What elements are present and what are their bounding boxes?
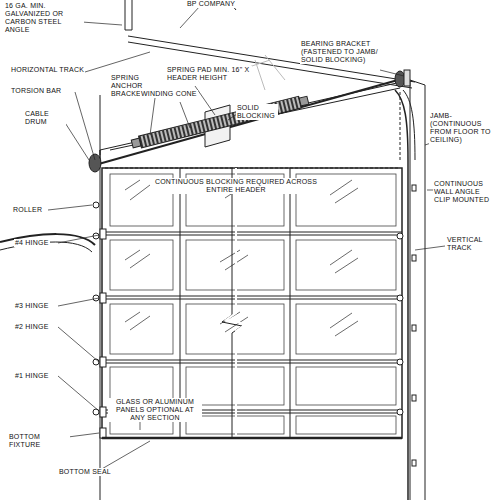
part-label: VERTICAL TRACK bbox=[446, 236, 496, 252]
part-label: #3 HINGE bbox=[14, 302, 50, 310]
part-label: BP COMPANY bbox=[186, 0, 236, 8]
part-label: #2 HINGE bbox=[14, 323, 50, 331]
part-label: HORIZONTAL TRACK bbox=[10, 66, 85, 74]
part-label: SPRING PAD MIN. 16" X HEADER HEIGHT bbox=[166, 66, 252, 82]
part-label: 16 GA. MIN. GALVANIZED OR CARBON STEEL A… bbox=[4, 2, 84, 34]
part-label: JAMB- (CONTINUOUS FROM FLOOR TO CEILING) bbox=[429, 112, 497, 144]
part-label: SOLID BLOCKING bbox=[236, 104, 278, 120]
part-label: TORSION BAR bbox=[10, 87, 62, 95]
part-label: BOTTOM FIXTURE bbox=[8, 433, 70, 449]
part-label: ROLLER bbox=[12, 206, 43, 214]
part-label: CONTINUOUS WALL ANGLE CLIP MOUNTED bbox=[433, 180, 497, 204]
part-label: CABLE DRUM bbox=[24, 110, 66, 126]
part-label: GLASS OR ALUMINUM PANELS OPTIONAL AT ANY… bbox=[108, 398, 202, 422]
part-label: #4 HINGE bbox=[14, 239, 50, 247]
part-label: CONTINUOUS BLOCKING REQUIRED ACROSS ENTI… bbox=[150, 178, 322, 194]
part-label: BOTTOM SEAL bbox=[58, 468, 112, 476]
part-label: WINDING CONE bbox=[140, 90, 198, 98]
part-label: #1 HINGE bbox=[14, 372, 50, 380]
part-label: BEARING BRACKET (FASTENED TO JAMB/ SOLID… bbox=[300, 40, 394, 64]
